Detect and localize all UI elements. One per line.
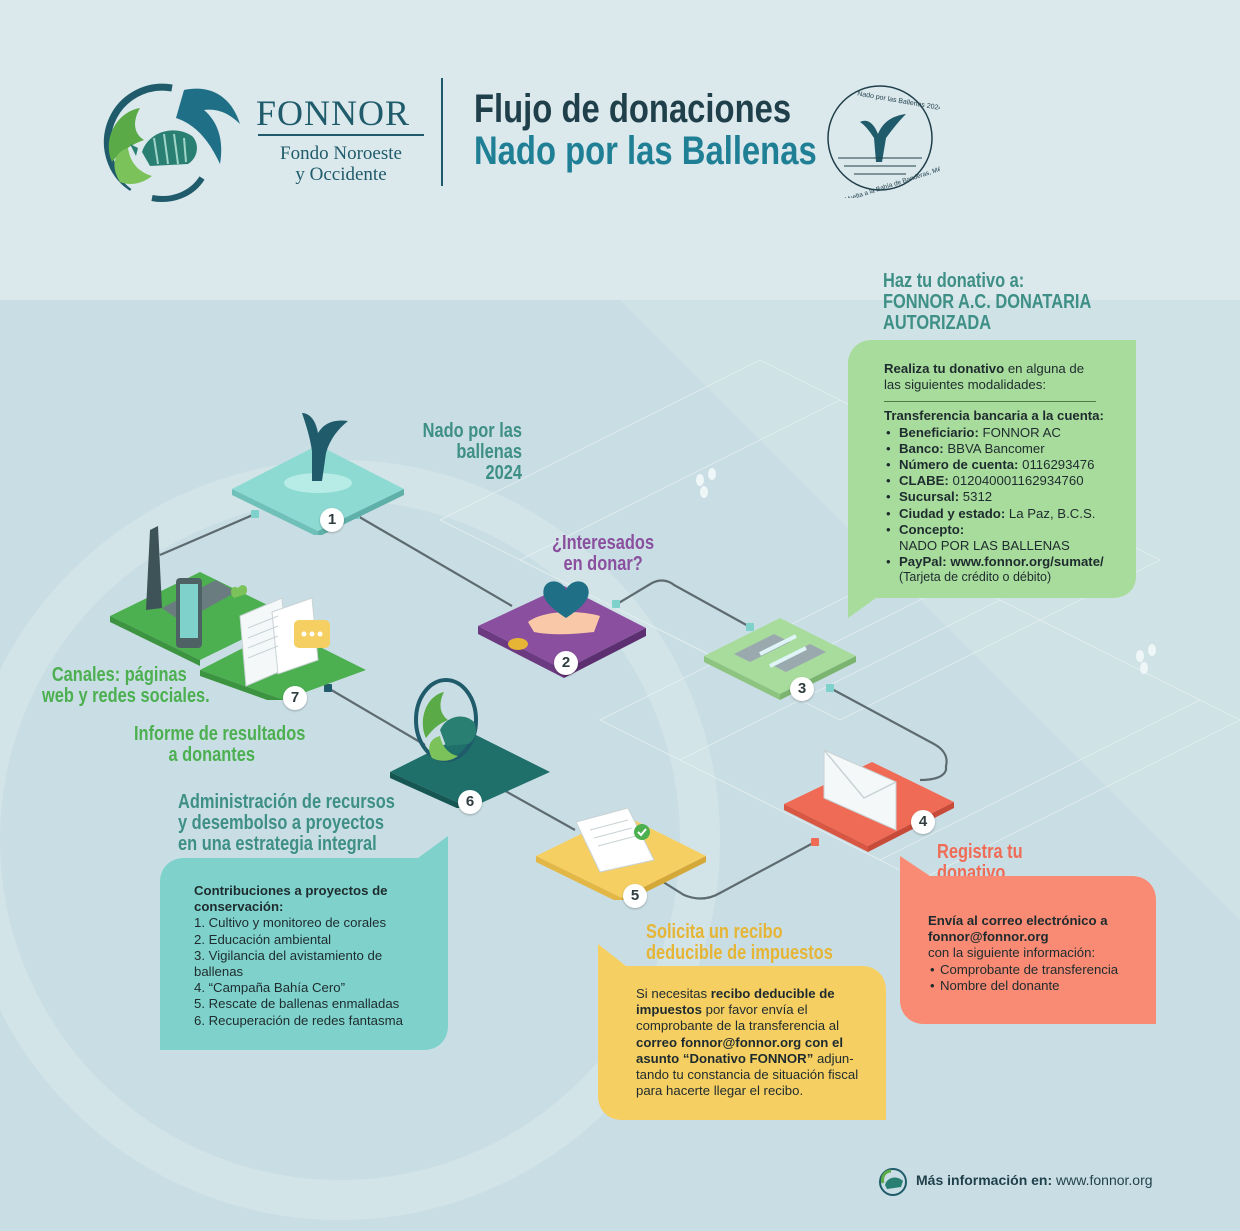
step5-label: Solicita un recibo deducible de impuesto… <box>646 921 833 964</box>
step-number-6: 6 <box>458 790 482 814</box>
bank-details-list: Beneficiario: FONNOR AC Banco: BBVA Banc… <box>884 425 1124 539</box>
step-number-1: 1 <box>320 508 344 532</box>
step5-receipt-tile <box>536 807 706 900</box>
footer-website-link[interactable]: www.fonnor.org <box>1052 1172 1153 1188</box>
footer-logo-icon <box>879 1168 907 1196</box>
tax-receipt-bubble: Si necesitas recibo deducible de impuest… <box>636 986 859 1099</box>
title-line2: Nado por las Ballenas <box>474 129 817 173</box>
step-number-3: 3 <box>790 677 814 701</box>
bubble-divider <box>884 401 1096 403</box>
paypal-link[interactable]: PayPal: www.fonnor.org/sumate/ <box>884 554 1124 570</box>
register-donation-bubble: Envía al correo electrónico a fonnor@fon… <box>928 913 1148 994</box>
step1-label: Nado por las ballenas 2024 <box>422 420 522 484</box>
footer-more-info: Más información en: www.fonnor.org <box>916 1172 1153 1188</box>
brand-name: FONNOR <box>256 93 411 133</box>
channels-label: Canales: páginas web y redes sociales. <box>42 664 210 707</box>
step2-label: ¿Interesados en donar? <box>552 532 655 575</box>
step7-label: Informe de resultados a donantes <box>134 723 306 766</box>
fonnor-logo <box>103 83 240 202</box>
step-number-5: 5 <box>623 884 647 908</box>
step-number-2: 2 <box>554 651 578 675</box>
header-separator <box>441 78 443 186</box>
step-number-7: 7 <box>283 686 307 710</box>
donate-heading: Haz tu donativo a: FONNOR A.C. DONATARIA… <box>883 270 1092 334</box>
step7-report-tile <box>110 526 366 700</box>
conservation-projects-bubble: Contribuciones a proyectos de conservaci… <box>194 883 403 1028</box>
donation-methods-bubble: Realiza tu donativo en alguna de las sig… <box>884 361 1124 584</box>
title-line1: Flujo de donaciones <box>474 87 792 131</box>
brand-subtitle: Fondo Noroeste y Occidente <box>280 143 402 185</box>
step6-label: Administración de recursos y desembolso … <box>178 791 395 855</box>
contact-email[interactable]: fonnor@fonnor.org <box>928 929 1049 945</box>
brand-underline <box>258 134 424 136</box>
step2-donate-tile <box>478 581 646 678</box>
step6-fonnor-tile <box>390 678 550 808</box>
step-number-4: 4 <box>911 810 935 834</box>
event-badge: Nado por las Ballenas 2024 Vuelta a la B… <box>827 85 940 198</box>
